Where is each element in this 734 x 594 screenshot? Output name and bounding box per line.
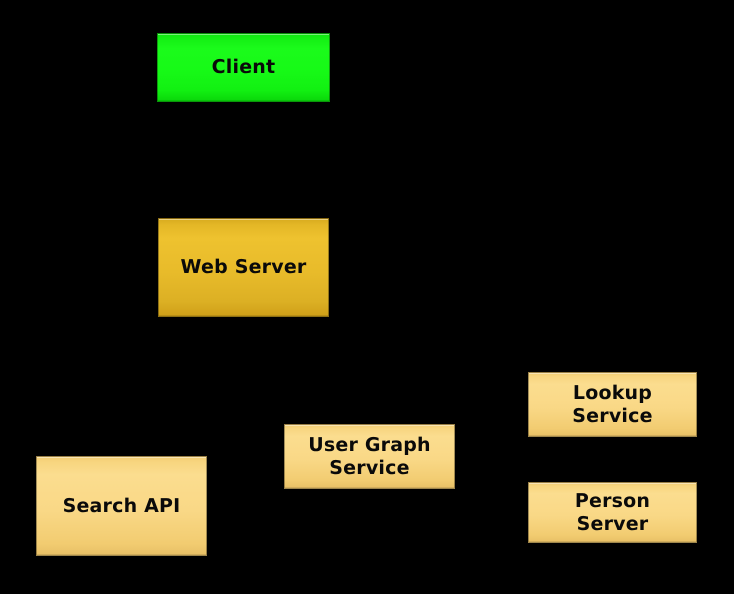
node-lookup-service[interactable]: Lookup Service bbox=[528, 372, 697, 437]
node-user-graph-service-label: User Graph Service bbox=[308, 434, 431, 479]
node-user-graph-service[interactable]: User Graph Service bbox=[284, 424, 455, 489]
node-person-server[interactable]: Person Server bbox=[528, 482, 697, 543]
node-search-api-label: Search API bbox=[62, 494, 181, 517]
node-web-server[interactable]: Web Server bbox=[158, 218, 329, 317]
node-person-server-label: Person Server bbox=[574, 490, 651, 535]
node-web-server-label: Web Server bbox=[180, 256, 307, 279]
node-search-api[interactable]: Search API bbox=[36, 456, 207, 556]
node-lookup-service-label: Lookup Service bbox=[572, 382, 653, 427]
node-client[interactable]: Client bbox=[157, 33, 330, 102]
node-client-label: Client bbox=[211, 56, 276, 79]
